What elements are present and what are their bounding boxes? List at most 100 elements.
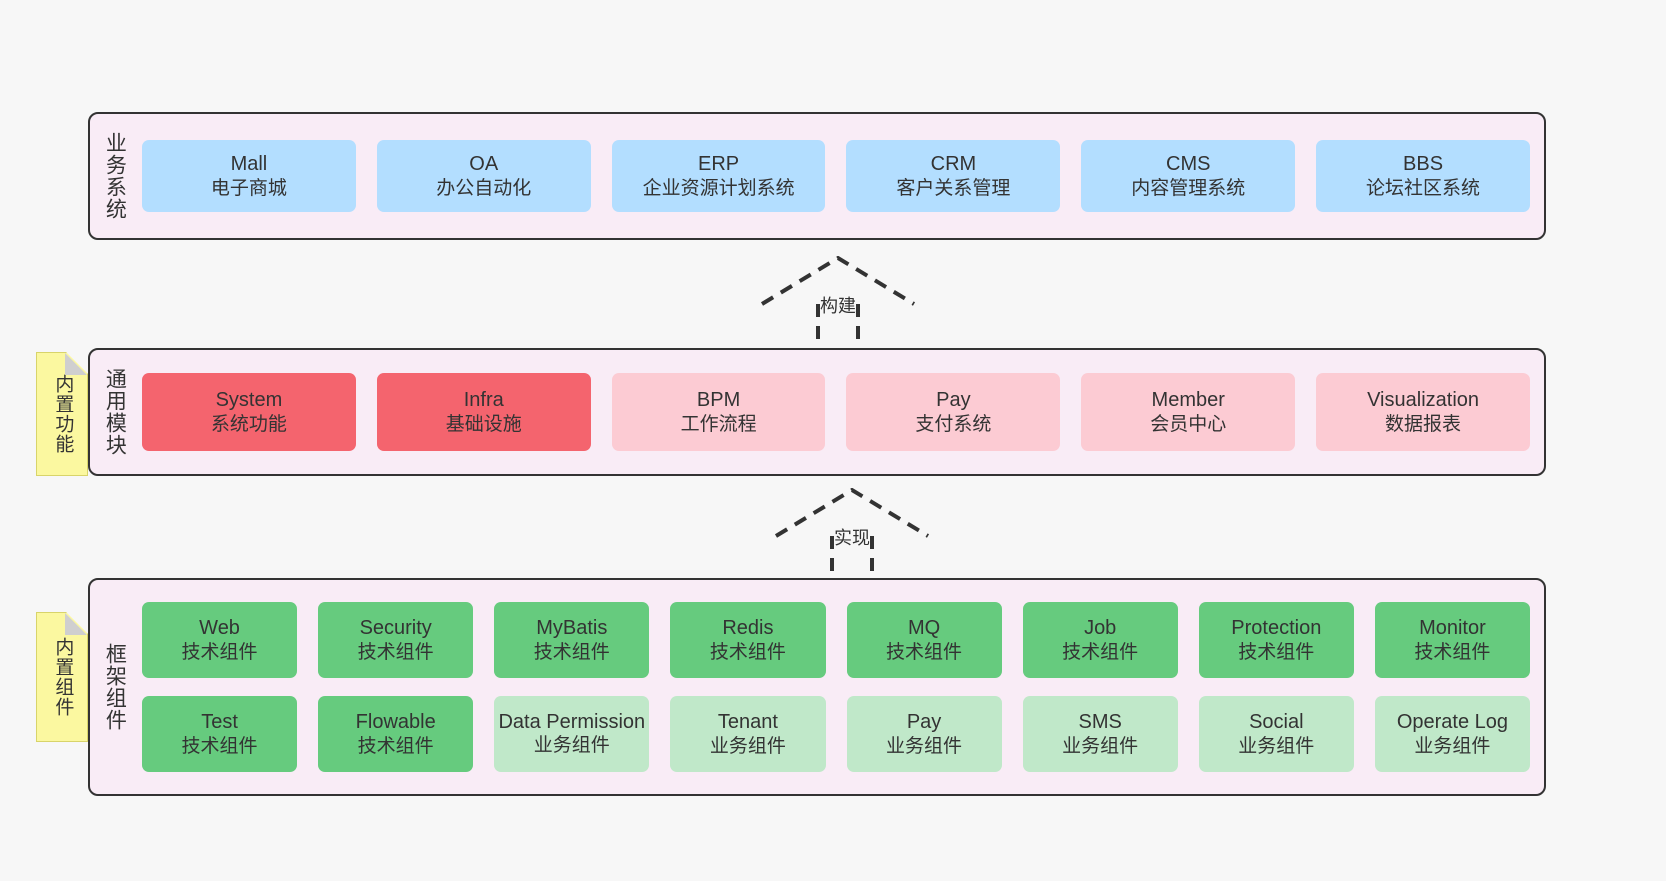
layer-common-body: System 系统功能 Infra 基础设施 BPM 工作流程 Pay 支付系统…	[138, 350, 1544, 474]
layer-framework-body: Web 技术组件 Security 技术组件 MyBatis 技术组件 Redi…	[138, 580, 1544, 794]
layer-common-title: 通用模块	[103, 368, 127, 456]
layer-framework-component[interactable]: 框架组件 Web 技术组件 Security 技术组件 MyBatis 技术组件…	[88, 578, 1546, 796]
layer-business-body: Mall 电子商城 OA 办公自动化 ERP 企业资源计划系统 CRM 客户关系…	[138, 114, 1544, 238]
node-test-desc: 技术组件	[181, 735, 258, 757]
node-bbs[interactable]: BBS 论坛社区系统	[1316, 140, 1530, 212]
note-fold-corner-icon	[65, 613, 87, 635]
node-visualization-desc: 数据报表	[1385, 413, 1462, 435]
node-pay-component[interactable]: Pay 业务组件	[846, 696, 1002, 772]
node-job[interactable]: Job 技术组件	[1022, 602, 1178, 678]
connector-build-arrow: 构建	[758, 256, 918, 360]
framework-node-row-1: Web 技术组件 Security 技术组件 MyBatis 技术组件 Redi…	[142, 602, 1530, 678]
node-social-desc: 业务组件	[1238, 735, 1315, 757]
node-infra-desc: 基础设施	[445, 413, 522, 435]
node-mq-desc: 技术组件	[886, 641, 963, 663]
arrow-head-triangle	[774, 488, 930, 538]
node-mall-name: Mall	[230, 153, 268, 176]
node-test-name: Test	[201, 711, 238, 734]
node-system[interactable]: System 系统功能	[142, 373, 356, 451]
node-system-name: System	[215, 389, 283, 412]
node-mq-name: MQ	[907, 617, 941, 640]
node-bpm[interactable]: BPM 工作流程	[611, 373, 826, 451]
node-member[interactable]: Member 会员中心	[1081, 373, 1296, 451]
node-redis[interactable]: Redis 技术组件	[670, 602, 826, 678]
layer-common-module[interactable]: 通用模块 System 系统功能 Infra 基础设施 BPM 工作流程 Pay	[88, 348, 1546, 476]
node-mall-desc: 电子商城	[210, 177, 287, 199]
node-flowable-desc: 技术组件	[357, 735, 434, 757]
node-monitor-desc: 技术组件	[1414, 641, 1491, 663]
node-pay-module[interactable]: Pay 支付系统	[846, 373, 1061, 451]
node-test[interactable]: Test 技术组件	[142, 696, 298, 772]
note-builtin-components[interactable]: 内置组件	[36, 612, 88, 742]
node-flowable-name: Flowable	[355, 711, 436, 734]
node-monitor-name: Monitor	[1419, 617, 1486, 640]
node-erp-desc: 企业资源计划系统	[642, 177, 795, 199]
layer-business-title: 业务系统	[103, 132, 127, 220]
node-crm-desc: 客户关系管理	[896, 177, 1011, 199]
node-tenant-name: Tenant	[717, 711, 778, 734]
node-operate-log[interactable]: Operate Log 业务组件	[1374, 696, 1530, 772]
node-bpm-name: BPM	[696, 389, 741, 412]
node-protection-name: Protection	[1231, 617, 1322, 640]
node-bpm-desc: 工作流程	[680, 413, 757, 435]
note-builtin-functions-label: 内置功能	[52, 374, 74, 454]
node-tenant-desc: 业务组件	[709, 735, 786, 757]
node-visualization-name: Visualization	[1367, 389, 1480, 412]
node-redis-desc: 技术组件	[709, 641, 786, 663]
framework-node-row-2: Test 技术组件 Flowable 技术组件 Data Permission …	[142, 696, 1530, 772]
node-member-desc: 会员中心	[1150, 413, 1227, 435]
node-data-permission-desc: 业务组件	[533, 735, 610, 756]
node-mybatis-name: MyBatis	[536, 617, 608, 640]
node-mq[interactable]: MQ 技术组件	[846, 602, 1002, 678]
node-pay-component-desc: 业务组件	[886, 735, 963, 757]
node-pay-component-name: Pay	[906, 711, 942, 734]
node-job-name: Job	[1084, 617, 1117, 640]
node-pay-module-desc: 支付系统	[915, 413, 992, 435]
node-web-desc: 技术组件	[181, 641, 258, 663]
node-tenant[interactable]: Tenant 业务组件	[670, 696, 826, 772]
layer-business-system[interactable]: 业务系统 Mall 电子商城 OA 办公自动化 ERP 企业资源计划系统 CRM	[88, 112, 1546, 240]
node-infra-name: Infra	[463, 389, 504, 412]
node-cms[interactable]: CMS 内容管理系统	[1081, 140, 1296, 212]
node-erp[interactable]: ERP 企业资源计划系统	[611, 140, 826, 212]
node-oa-name: OA	[469, 153, 499, 176]
node-web[interactable]: Web 技术组件	[142, 602, 298, 678]
node-sms[interactable]: SMS 业务组件	[1022, 696, 1178, 772]
node-redis-name: Redis	[722, 617, 774, 640]
node-security[interactable]: Security 技术组件	[318, 602, 474, 678]
layer-framework-title: 框架组件	[103, 643, 127, 731]
connector-build-label: 构建	[820, 296, 856, 316]
node-operate-log-name: Operate Log	[1396, 711, 1509, 734]
node-oa[interactable]: OA 办公自动化	[376, 140, 591, 212]
node-bbs-desc: 论坛社区系统	[1366, 177, 1481, 199]
node-cms-name: CMS	[1166, 153, 1211, 176]
node-crm[interactable]: CRM 客户关系管理	[846, 140, 1061, 212]
connector-realize-arrow: 实现	[772, 488, 932, 592]
node-protection[interactable]: Protection 技术组件	[1198, 602, 1354, 678]
business-node-row: Mall 电子商城 OA 办公自动化 ERP 企业资源计划系统 CRM 客户关系…	[142, 140, 1530, 212]
node-member-name: Member	[1151, 389, 1225, 412]
node-system-desc: 系统功能	[210, 413, 287, 435]
node-mybatis[interactable]: MyBatis 技术组件	[494, 602, 650, 678]
node-mall[interactable]: Mall 电子商城	[142, 140, 356, 212]
connector-realize-label: 实现	[834, 528, 870, 548]
node-pay-module-name: Pay	[936, 389, 971, 412]
node-monitor[interactable]: Monitor 技术组件	[1374, 602, 1530, 678]
node-infra[interactable]: Infra 基础设施	[376, 373, 591, 451]
node-mybatis-desc: 技术组件	[533, 641, 610, 663]
node-oa-desc: 办公自动化	[436, 177, 532, 199]
node-social[interactable]: Social 业务组件	[1198, 696, 1354, 772]
node-sms-desc: 业务组件	[1062, 735, 1139, 757]
note-builtin-components-label: 内置组件	[52, 637, 74, 717]
note-fold-corner-icon	[65, 353, 87, 375]
note-builtin-functions[interactable]: 内置功能	[36, 352, 88, 476]
node-data-permission-name: Data Permission	[498, 710, 646, 733]
node-data-permission[interactable]: Data Permission 业务组件	[494, 696, 650, 772]
node-job-desc: 技术组件	[1062, 641, 1139, 663]
common-node-row: System 系统功能 Infra 基础设施 BPM 工作流程 Pay 支付系统…	[142, 373, 1530, 451]
node-web-name: Web	[199, 617, 240, 640]
node-flowable[interactable]: Flowable 技术组件	[318, 696, 474, 772]
node-security-name: Security	[359, 617, 432, 640]
node-visualization[interactable]: Visualization 数据报表	[1316, 373, 1530, 451]
